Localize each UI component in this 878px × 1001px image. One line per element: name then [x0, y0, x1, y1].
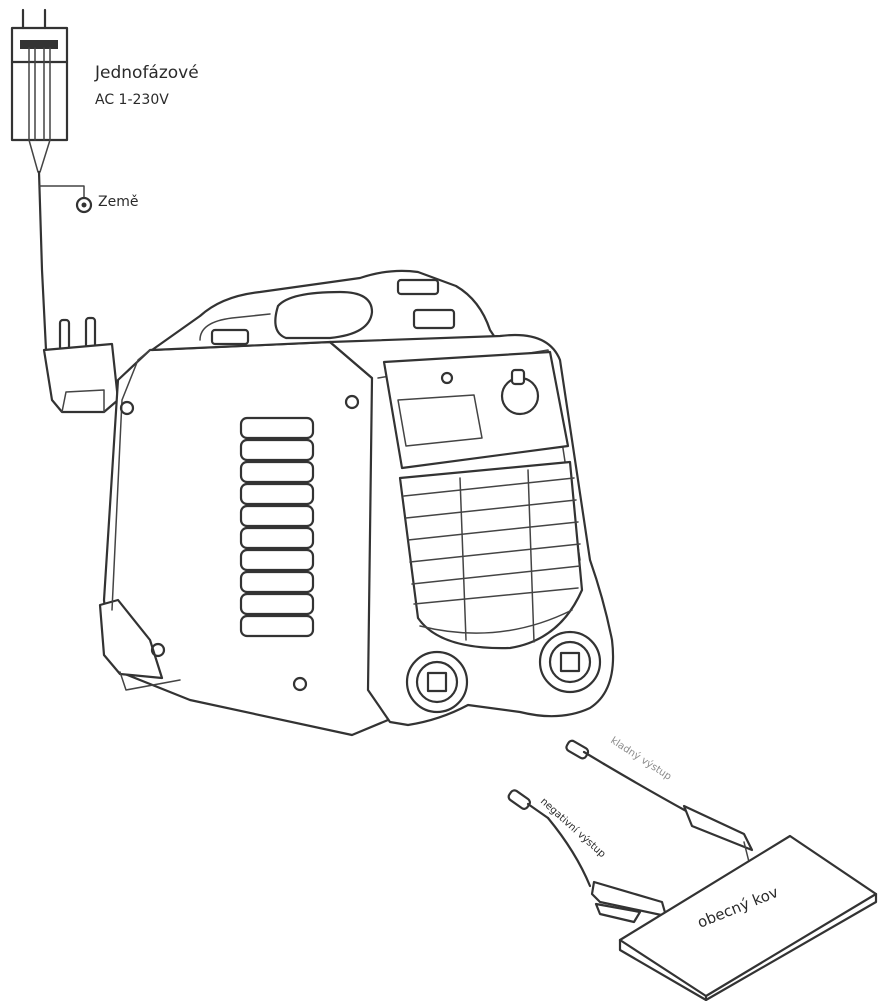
voltage-label: AC 1-230V [95, 92, 169, 108]
positive-terminal [538, 630, 602, 694]
negative-output-label: negativní výstup [538, 795, 608, 860]
positive-output-label: kladný výstup [608, 734, 673, 782]
front-grille [398, 460, 584, 650]
side-vents [239, 416, 315, 638]
ground-symbol-icon [75, 196, 93, 214]
side-screws [119, 394, 360, 692]
carry-handle [150, 269, 502, 352]
power-supply-box [10, 8, 69, 142]
metal-workpiece [618, 834, 878, 1001]
supply-cable [28, 139, 85, 352]
control-panel [382, 350, 570, 470]
positive-cable [565, 739, 754, 867]
power-type-label: Jednofázové [94, 63, 199, 83]
ground-label: Země [98, 194, 138, 210]
welding-machine [98, 269, 615, 737]
power-plug [42, 316, 120, 414]
negative-cable [507, 789, 668, 924]
negative-terminal [405, 650, 469, 714]
